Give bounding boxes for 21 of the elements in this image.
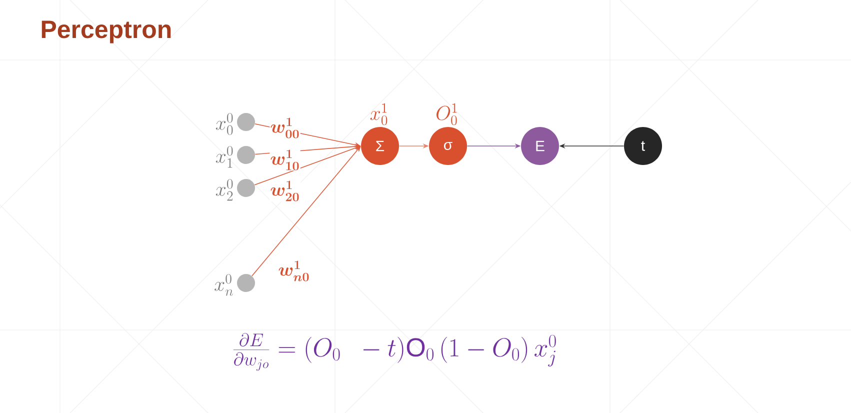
input-dot: [237, 274, 255, 292]
error-node: E: [521, 127, 559, 165]
node-label: $x_1^0$: [216, 146, 233, 168]
input-dot: [237, 179, 255, 197]
edge-label: $w_{20}^1$: [270, 180, 300, 202]
activation-node: σ: [429, 127, 467, 165]
input-dot: [237, 146, 255, 164]
title: Perceptron: [42, 20, 171, 44]
sum-node: Σ: [361, 127, 399, 165]
formula: $\frac{\partial E}{\partial w_{jo}} = (O_0 \;\; - t)\mathrm{O}_0\,(1 - O_0)\, x_j^0$: [233, 333, 556, 371]
node-label: $x_n^0$: [214, 274, 233, 296]
target-node: t: [624, 127, 662, 165]
edge-label: $w_{10}^1$: [270, 149, 300, 171]
node-label: $x_0^0$: [216, 113, 233, 135]
node-label: $x_0^1$: [370, 103, 388, 126]
arrow: [252, 146, 361, 276]
node-label: $x_2^0$: [216, 179, 233, 201]
node-label: $O_0^1$: [436, 103, 457, 126]
edge-label: $w_{n0}^1$: [278, 260, 310, 282]
input-dot: [237, 113, 255, 131]
edge-label: $w_{00}^1$: [270, 117, 300, 139]
